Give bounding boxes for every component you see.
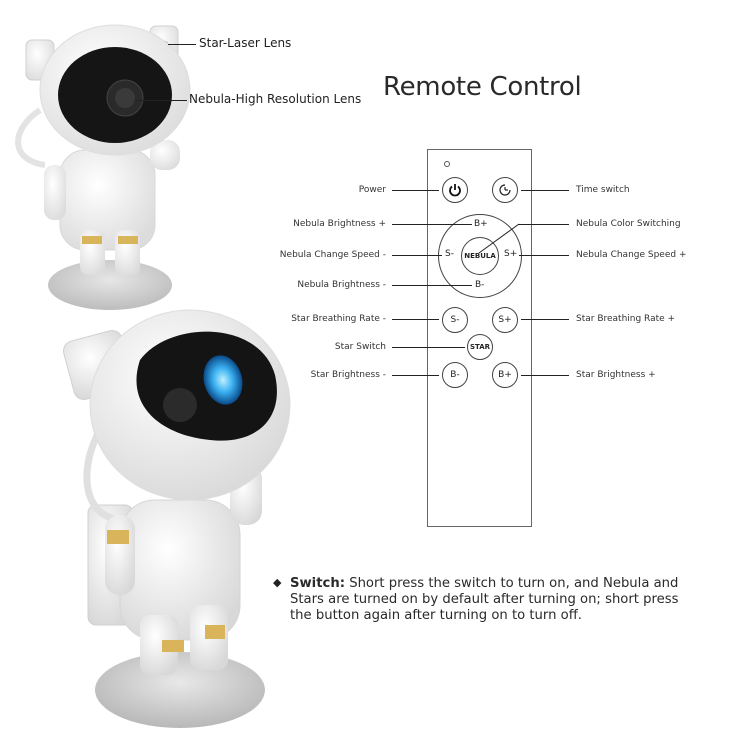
bullet-diamond-icon: ◆ — [273, 577, 282, 589]
astronaut-product-image-top — [0, 0, 200, 312]
nebula-control-ring — [438, 214, 522, 298]
label-time-switch: Time switch — [576, 185, 630, 195]
astronaut-product-image-bottom — [40, 305, 300, 736]
label-star-switch: Star Switch — [334, 342, 386, 352]
switch-description-text: Short press the switch to turn on, and N… — [290, 576, 679, 623]
leader-star-brightness-plus — [521, 375, 569, 376]
label-star-brightness-minus: Star Brightness - — [310, 370, 386, 380]
label-power: Power — [358, 185, 386, 195]
page-title: Remote Control — [383, 72, 582, 102]
label-star-breathing-plus: Star Breathing Rate + — [576, 314, 676, 324]
leader-time-switch — [521, 190, 569, 191]
label-nebula-speed-plus: Nebula Change Speed + — [576, 250, 687, 260]
leader-nebula-color-diagonal — [478, 223, 520, 254]
label-nebula-brightness-minus: Nebula Brightness - — [297, 280, 386, 290]
power-button[interactable] — [442, 177, 468, 203]
astronaut-top-illustration — [15, 24, 191, 310]
leader-nebula-speed-minus — [392, 255, 442, 256]
star-breathing-minus-label: S- — [450, 315, 460, 325]
remote-control-body — [427, 149, 532, 527]
nebula-brightness-plus-button[interactable]: B+ — [474, 219, 488, 229]
label-nebula-brightness-plus: Nebula Brightness + — [293, 219, 386, 229]
nebula-lens-leader-line — [135, 100, 187, 101]
star-breathing-minus-button[interactable]: S- — [442, 307, 468, 333]
power-icon — [449, 184, 461, 197]
label-nebula-color-switching: Nebula Color Switching — [576, 219, 681, 229]
leader-nebula-color-a — [518, 224, 569, 225]
label-star-brightness-plus: Star Brightness + — [576, 370, 656, 380]
star-laser-lens-label: Star-Laser Lens — [199, 36, 292, 50]
leader-star-brightness-minus — [392, 375, 439, 376]
leader-power — [392, 190, 439, 191]
leader-star-breathing-plus — [521, 319, 569, 320]
time-switch-button[interactable] — [492, 177, 518, 203]
leader-nebula-brightness-plus — [392, 224, 472, 225]
nebula-lens-label: Nebula-High Resolution Lens — [189, 92, 362, 106]
nebula-button-label: NEBULA — [464, 252, 496, 260]
label-nebula-speed-minus: Nebula Change Speed - — [279, 250, 386, 260]
star-brightness-minus-label: B- — [450, 370, 460, 380]
nebula-speed-minus-button[interactable]: S- — [445, 249, 454, 259]
star-brightness-plus-label: B+ — [498, 370, 512, 380]
star-breathing-plus-label: S+ — [498, 315, 512, 325]
switch-description-heading: Switch: — [290, 576, 345, 591]
star-brightness-plus-button[interactable]: B+ — [492, 362, 518, 388]
star-brightness-minus-button[interactable]: B- — [442, 362, 468, 388]
nebula-brightness-minus-button[interactable]: B- — [475, 280, 485, 290]
star-laser-lens-leader-line — [168, 44, 196, 45]
star-button-label: STAR — [469, 343, 491, 351]
astronaut-bottom-illustration — [63, 309, 291, 728]
nebula-speed-plus-button[interactable]: S+ — [504, 249, 518, 259]
leader-nebula-brightness-minus — [392, 285, 472, 286]
star-switch-button[interactable]: STAR — [467, 334, 493, 360]
label-star-breathing-minus: Star Breathing Rate - — [291, 314, 386, 324]
leader-star-switch — [392, 347, 465, 348]
leader-nebula-speed-plus — [519, 255, 569, 256]
indicator-led — [444, 161, 450, 167]
switch-description: Switch: Short press the switch to turn o… — [290, 576, 690, 624]
star-breathing-plus-button[interactable]: S+ — [492, 307, 518, 333]
timer-icon — [499, 184, 511, 196]
leader-star-breathing-minus — [392, 319, 439, 320]
